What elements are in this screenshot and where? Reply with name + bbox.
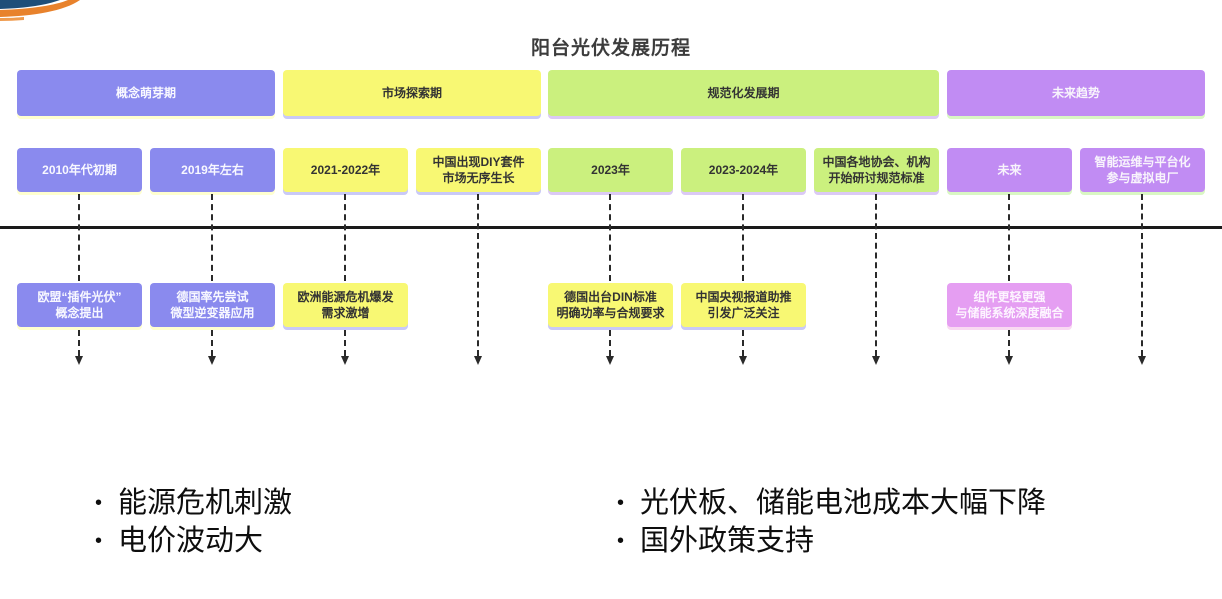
- list-item: • 国外政策支持: [617, 522, 1046, 560]
- connector-line: [211, 194, 213, 281]
- phase-header-regulation: 规范化发展期: [548, 70, 939, 116]
- desc-box: 德国率先尝试 微型逆变器应用: [150, 283, 275, 327]
- desc-box: 欧洲能源危机爆发 需求激增: [283, 283, 408, 327]
- bullet-text: 电价波动大: [118, 525, 264, 557]
- arrow-down-icon: [739, 356, 747, 365]
- arrow-down-icon: [872, 356, 880, 365]
- bullet-dot-icon: •: [95, 492, 103, 514]
- list-item: • 光伏板、储能电池成本大幅下降: [617, 484, 1046, 522]
- desc-box: 中国央视报道助推 引发广泛关注: [681, 283, 806, 327]
- connector-line: [78, 194, 80, 281]
- bullet-dot-icon: •: [617, 492, 625, 514]
- milestone-box: 2023年: [548, 148, 673, 192]
- list-item: • 能源危机刺激: [95, 484, 292, 522]
- arrow-down-icon: [1138, 356, 1146, 365]
- phase-header-exploration: 市场探索期: [283, 70, 541, 116]
- connector-line: [1008, 194, 1010, 281]
- connector-line: [742, 194, 744, 281]
- orange-blue-swoosh-logo-icon: [0, 0, 80, 21]
- milestone-box: 中国各地协会、机构 开始研讨规范标准: [814, 148, 939, 192]
- desc-box: 德国出台DIN标准 明确功率与合规要求: [548, 283, 673, 327]
- bullet-list-left: • 能源危机刺激 • 电价波动大: [95, 484, 292, 560]
- bullet-text: 光伏板、储能电池成本大幅下降: [640, 487, 1047, 519]
- arrow-down-icon: [474, 356, 482, 365]
- bullet-text: 能源危机刺激: [118, 487, 293, 519]
- connector-line: [344, 330, 346, 356]
- arrow-down-icon: [606, 356, 614, 365]
- connector-line: [1141, 194, 1143, 356]
- connector-line: [211, 330, 213, 356]
- connector-line: [344, 194, 346, 281]
- arrow-down-icon: [1005, 356, 1013, 365]
- list-item: • 电价波动大: [95, 522, 292, 560]
- bullet-list-right: • 光伏板、储能电池成本大幅下降 • 国外政策支持: [617, 484, 1046, 560]
- arrow-down-icon: [341, 356, 349, 365]
- arrow-down-icon: [208, 356, 216, 365]
- milestone-box: 2010年代初期: [17, 148, 142, 192]
- bullet-dot-icon: •: [95, 530, 103, 552]
- connector-line: [477, 194, 479, 356]
- bullet-text: 国外政策支持: [640, 525, 815, 557]
- milestone-box: 2021-2022年: [283, 148, 408, 192]
- phase-header-future: 未来趋势: [947, 70, 1205, 116]
- desc-box: 组件更轻更强 与储能系统深度融合: [947, 283, 1072, 327]
- milestone-box: 中国出现DIY套件 市场无序生长: [416, 148, 541, 192]
- milestone-box: 未来: [947, 148, 1072, 192]
- milestone-box: 智能运维与平台化 参与虚拟电厂: [1080, 148, 1205, 192]
- connector-line: [1008, 330, 1010, 356]
- connector-line: [609, 194, 611, 281]
- bullet-dot-icon: •: [617, 530, 625, 552]
- phase-header-concept: 概念萌芽期: [17, 70, 275, 116]
- milestone-box: 2019年左右: [150, 148, 275, 192]
- connector-line: [609, 330, 611, 356]
- connector-line: [875, 194, 877, 356]
- page-title: 阳台光伏发展历程: [530, 38, 691, 59]
- arrow-down-icon: [75, 356, 83, 365]
- milestone-box: 2023-2024年: [681, 148, 806, 192]
- timeline-axis-line: [0, 226, 1222, 229]
- connector-line: [742, 330, 744, 356]
- desc-box: 欧盟“插件光伏” 概念提出: [17, 283, 142, 327]
- connector-line: [78, 330, 80, 356]
